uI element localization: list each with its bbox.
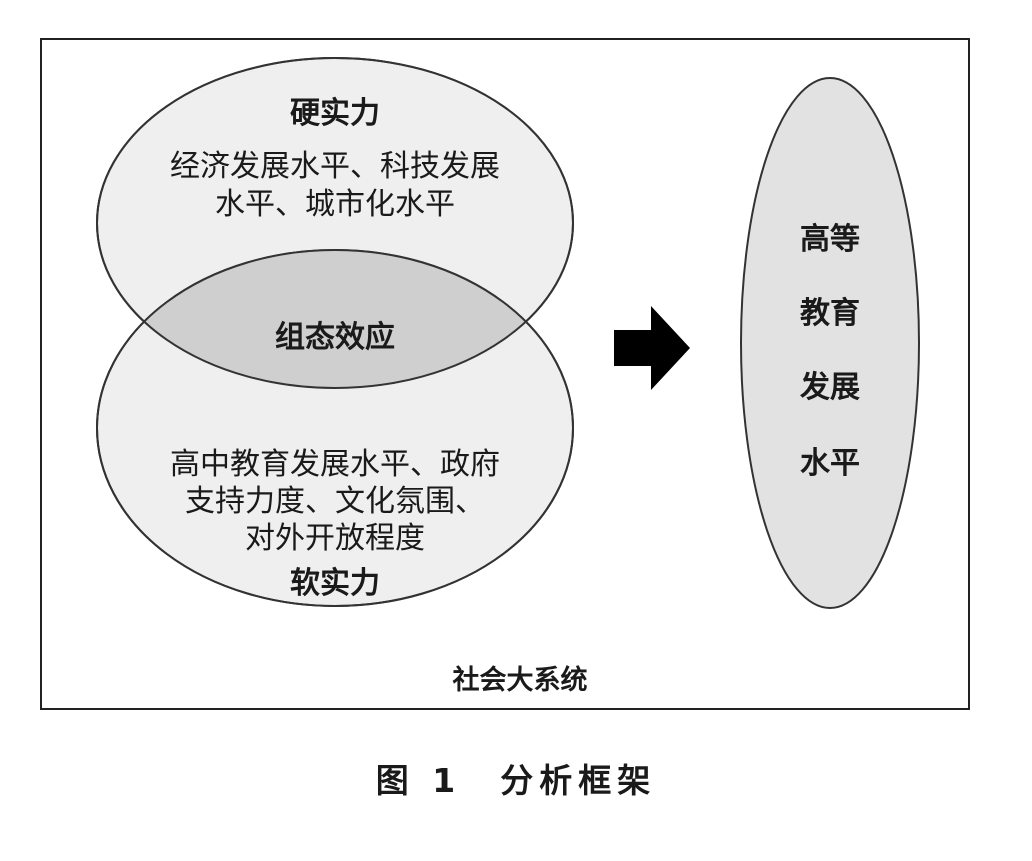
configuration-effect-label: 组态效应: [275, 320, 395, 355]
social-system-frame: [40, 38, 970, 710]
hard-power-factors-line-1: 经济发展水平、科技发展: [170, 149, 500, 184]
soft-power-outline: [96, 249, 574, 607]
social-system-label: 社会大系统: [452, 665, 588, 696]
figure-caption: 图 1 分析框架: [375, 761, 657, 800]
higher-education-label-line-4: 水平: [800, 446, 860, 481]
hard-power-title: 硬实力: [290, 96, 380, 131]
soft-power-factors-line-3: 对外开放程度: [245, 521, 425, 556]
higher-education-ellipse: [740, 77, 920, 609]
soft-power-factors-line-1: 高中教育发展水平、政府: [170, 447, 500, 482]
higher-education-label-line-3: 发展: [800, 370, 860, 405]
soft-power-title: 软实力: [290, 566, 380, 601]
higher-education-label-line-2: 教育: [800, 296, 860, 331]
hard-power-factors-line-2: 水平、城市化水平: [215, 187, 455, 222]
hard-power-outline: [96, 57, 574, 389]
higher-education-label-line-1: 高等: [800, 222, 860, 257]
configuration-effect-overlap: [97, 250, 573, 388]
soft-power-factors-line-2: 支持力度、文化氛围、: [185, 484, 485, 519]
right-arrow-icon: [614, 306, 690, 390]
